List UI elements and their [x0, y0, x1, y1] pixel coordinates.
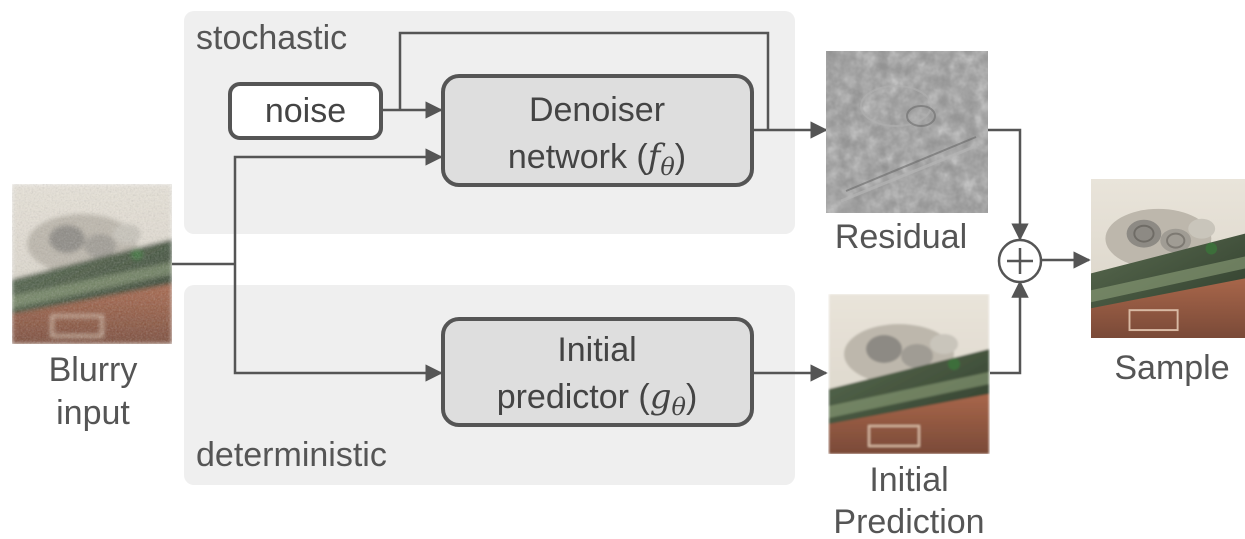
connections	[172, 31, 1091, 382]
deterministic-label: deterministic	[196, 436, 387, 474]
stochastic-label: stochastic	[196, 19, 347, 57]
denoiser-node: Denoiser network (fθ)	[441, 74, 754, 187]
blurry-input-image	[12, 184, 172, 344]
noise-label: noise	[265, 92, 346, 130]
g-theta-symbol: g	[650, 377, 672, 417]
predictor-label-line2: predictor (gθ)	[497, 377, 698, 421]
sample-image	[1091, 179, 1245, 338]
initial-prediction-label-line2: Prediction	[833, 503, 984, 539]
predictor-node: Initial predictor (gθ)	[441, 317, 754, 427]
blurry-input-label-line2: input	[56, 394, 130, 432]
denoiser-label-line2: network (fθ)	[508, 137, 686, 181]
residual-label: Residual	[835, 218, 967, 256]
sample-label: Sample	[1114, 349, 1229, 387]
initial-prediction-label-line1: Initial	[869, 461, 948, 499]
predictor-label-line1: Initial	[557, 331, 636, 369]
residual-image	[826, 51, 988, 213]
sum-node	[997, 238, 1043, 284]
initial-prediction-image	[828, 294, 990, 454]
blurry-input-label-line1: Blurry	[49, 351, 138, 389]
denoiser-label-line1: Denoiser	[529, 91, 665, 129]
noise-node: noise	[228, 82, 383, 140]
